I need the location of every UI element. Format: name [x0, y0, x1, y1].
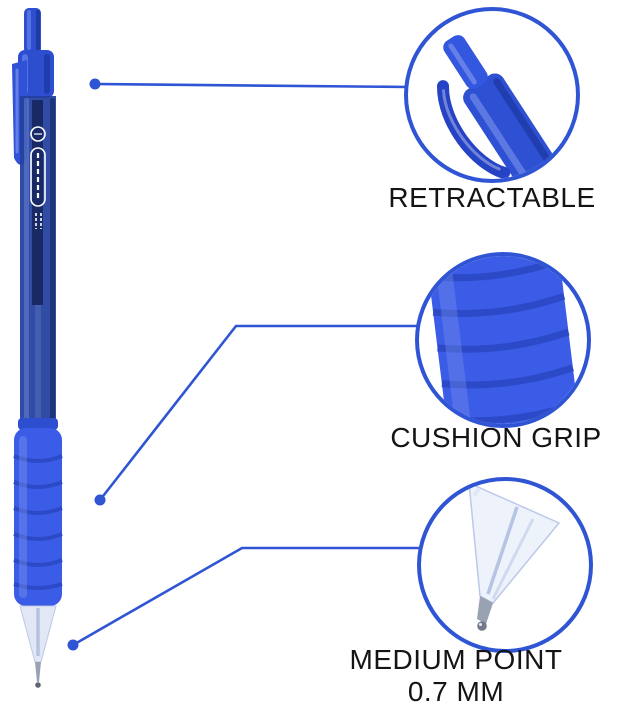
feature-label-medium-point-line1: MEDIUM POINT [349, 644, 563, 675]
pen-clicker [24, 8, 41, 54]
pen-barrel [20, 96, 56, 426]
tip-detail-circle [417, 477, 593, 653]
pen-image [12, 8, 63, 688]
rubber-grip-detail-icon [427, 256, 579, 424]
leader-line-grip [98, 324, 418, 501]
callout-dot-tip [67, 639, 79, 651]
pen-tip-detail-icon [468, 481, 561, 631]
retractable-detail-circle [404, 7, 580, 183]
feature-label-cushion-grip: CUSHION GRIP [390, 422, 602, 453]
pen-clicker-detail-icon [437, 35, 557, 179]
callout-dot-retractable [89, 78, 101, 90]
brand-logo [30, 126, 46, 229]
callout-dot-grip [94, 494, 106, 506]
feature-label-retractable: RETRACTABLE [388, 182, 596, 213]
leader-line-retractable [94, 82, 410, 89]
feature-label-medium-point: MEDIUM POINT 0.7 MM [336, 644, 576, 708]
pen-cone [19, 605, 57, 663]
pen-metal-tip [35, 662, 41, 688]
grip-detail-circle [415, 252, 591, 428]
leader-line-tip [72, 546, 420, 647]
pen-joint-ring [18, 418, 58, 430]
feature-label-medium-point-line2: 0.7 MM [407, 676, 505, 707]
pen-grip [13, 428, 63, 606]
